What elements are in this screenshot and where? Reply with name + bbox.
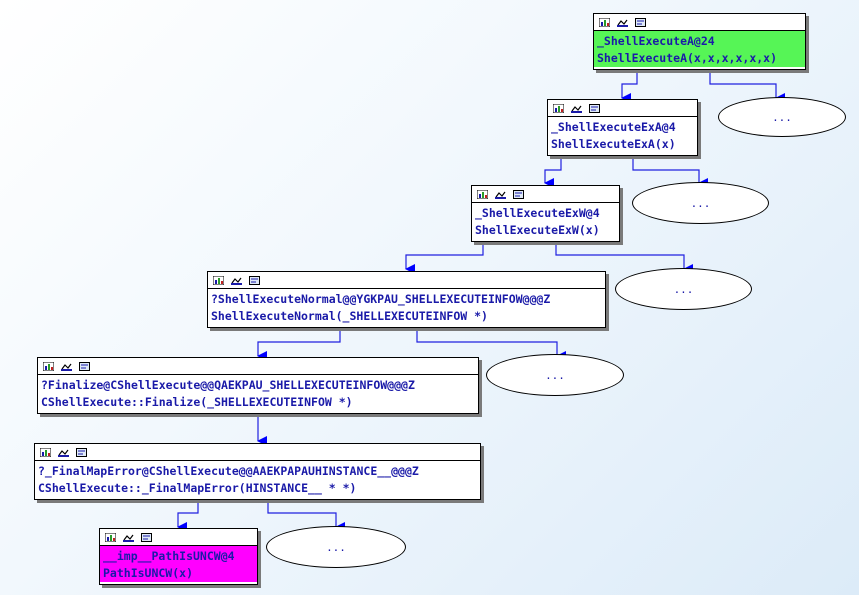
edit-icon[interactable] (495, 190, 506, 199)
collapsed-node-ellipsis[interactable]: ... (266, 526, 406, 568)
mangled-name: ?ShellExecuteNormal@@YGKPAU_SHELLEXECUTE… (211, 292, 551, 306)
function-signature: ShellExecuteExW(x) (475, 223, 600, 237)
edge-n1-n2 (544, 155, 562, 188)
function-node-shellexecutenormal[interactable]: ?ShellExecuteNormal@@YGKPAU_SHELLEXECUTE… (207, 271, 606, 328)
function-node-finalmaperror[interactable]: ?_FinalMapError@CShellExecute@@AAEKPAPAU… (34, 443, 481, 500)
ellipsis-label: ... (690, 196, 711, 210)
ellipsis-label: ... (545, 368, 565, 382)
edit-icon[interactable] (61, 362, 72, 371)
function-node-shellexecuteexw[interactable]: _ShellExecuteExW@4 ShellExecuteExW(x) (471, 185, 620, 242)
mangled-name: _ShellExecuteExA@4 (551, 120, 676, 134)
rename-icon[interactable] (513, 189, 524, 199)
edit-icon[interactable] (231, 276, 242, 285)
edge-n3-n4 (257, 327, 341, 361)
mangled-name: ?_FinalMapError@CShellExecute@@AAEKPAPAU… (38, 464, 419, 478)
function-signature: ShellExecuteExA(x) (551, 137, 676, 151)
edge-n0-n1 (621, 69, 638, 103)
node-content: ?_FinalMapError@CShellExecute@@AAEKPAPAU… (35, 461, 480, 497)
mangled-name: _ShellExecuteA@24 (597, 34, 715, 48)
rename-icon[interactable] (79, 361, 90, 371)
ellipsis-label: ... (772, 110, 792, 124)
node-toolbar (208, 272, 605, 289)
rename-icon[interactable] (589, 103, 600, 113)
rename-icon[interactable] (249, 275, 260, 285)
mangled-name: ?Finalize@CShellExecute@@QAEKPAU_SHELLEX… (41, 378, 415, 392)
node-content: _ShellExecuteExA@4 ShellExecuteExA(x) (548, 117, 697, 153)
edge-n2-e2 (555, 241, 693, 274)
graph-icon[interactable] (213, 275, 224, 285)
graph-icon[interactable] (477, 189, 488, 199)
edge-n3-e3 (416, 327, 566, 361)
edge-n2-n3 (405, 241, 484, 274)
node-content: _ShellExecuteA@24 ShellExecuteA(x,x,x,x,… (594, 31, 805, 67)
node-toolbar (35, 444, 480, 461)
collapsed-node-ellipsis[interactable]: ... (486, 354, 624, 396)
function-node-shellexecuteexa[interactable]: _ShellExecuteExA@4 ShellExecuteExA(x) (547, 99, 698, 156)
ellipsis-label: ... (673, 282, 694, 296)
rename-icon[interactable] (76, 447, 87, 457)
node-toolbar (594, 14, 805, 31)
graph-icon[interactable] (553, 103, 564, 113)
node-toolbar (472, 186, 619, 203)
graph-icon[interactable] (40, 447, 51, 457)
edge-n5-e4 (267, 499, 345, 532)
function-signature: CShellExecute::Finalize(_SHELLEXECUTEINF… (41, 395, 353, 409)
node-content: ?Finalize@CShellExecute@@QAEKPAU_SHELLEX… (38, 375, 478, 411)
node-content: __imp__PathIsUNCW@4 PathIsUNCW(x) (100, 546, 257, 582)
node-toolbar (100, 529, 257, 546)
collapsed-node-ellipsis[interactable]: ... (632, 182, 769, 224)
function-signature: ShellExecuteA(x,x,x,x,x,x) (597, 51, 778, 65)
rename-icon[interactable] (635, 17, 646, 27)
edge-n0-e0 (709, 69, 785, 103)
edit-icon[interactable] (123, 533, 134, 542)
edit-icon[interactable] (617, 18, 628, 27)
mangled-name: _ShellExecuteExW@4 (475, 206, 600, 220)
collapsed-node-ellipsis[interactable]: ... (615, 268, 752, 310)
function-signature: PathIsUNCW(x) (103, 566, 194, 580)
mangled-name: __imp__PathIsUNCW@4 (103, 549, 235, 563)
rename-icon[interactable] (141, 532, 152, 542)
function-node-finalize[interactable]: ?Finalize@CShellExecute@@QAEKPAU_SHELLEX… (37, 357, 479, 414)
edit-icon[interactable] (571, 104, 582, 113)
node-content: _ShellExecuteExW@4 ShellExecuteExW(x) (472, 203, 619, 239)
node-content: ?ShellExecuteNormal@@YGKPAU_SHELLEXECUTE… (208, 289, 605, 325)
node-toolbar (548, 100, 697, 117)
edit-icon[interactable] (58, 448, 69, 457)
function-signature: ShellExecuteNormal(_SHELLEXECUTEINFOW *) (211, 309, 488, 323)
function-node-shellexecutea[interactable]: _ShellExecuteA@24 ShellExecuteA(x,x,x,x,… (593, 13, 806, 70)
edge-n5-n6 (177, 499, 199, 532)
graph-icon[interactable] (43, 361, 54, 371)
function-signature: CShellExecute::_FinalMapError(HINSTANCE_… (38, 481, 357, 495)
node-toolbar (38, 358, 478, 375)
edge-n1-e1 (632, 155, 708, 188)
collapsed-node-ellipsis[interactable]: ... (718, 97, 846, 137)
graph-icon[interactable] (599, 17, 610, 27)
graph-icon[interactable] (105, 532, 116, 542)
ellipsis-label: ... (326, 540, 346, 554)
function-node-pathisuncw[interactable]: __imp__PathIsUNCW@4 PathIsUNCW(x) (99, 528, 258, 585)
